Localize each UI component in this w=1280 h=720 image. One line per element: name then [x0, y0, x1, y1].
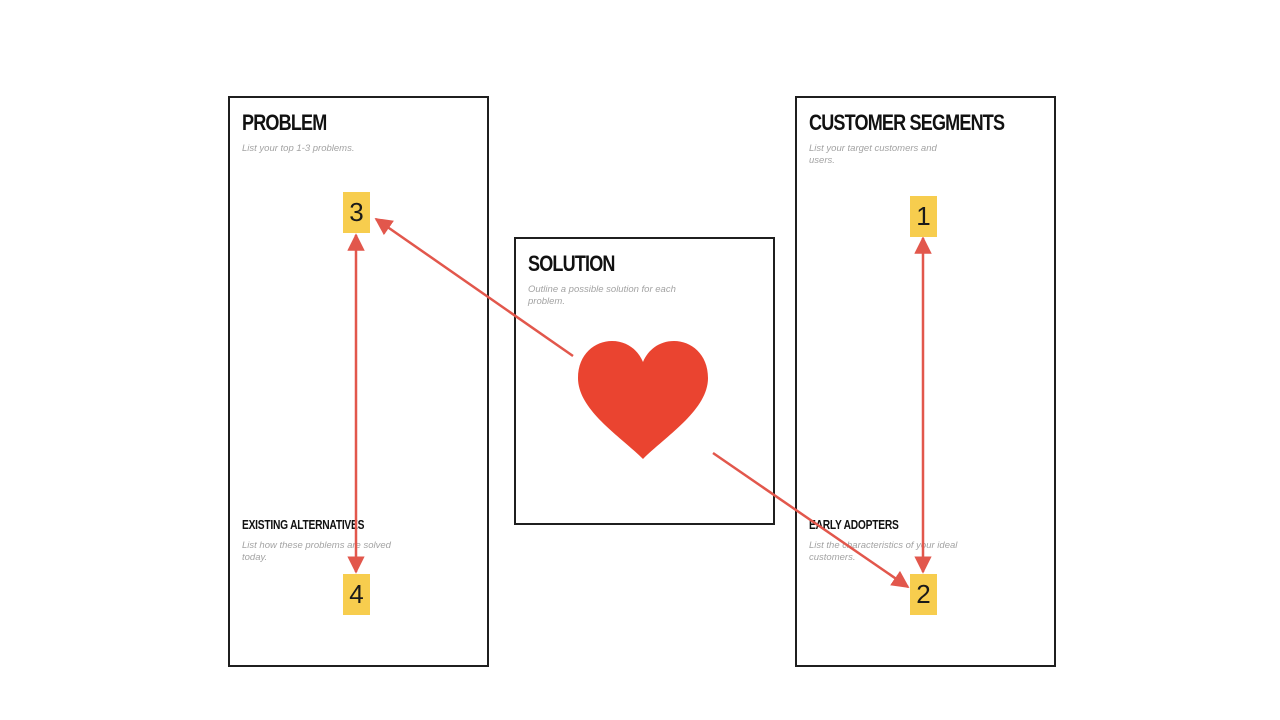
- solution-panel: SOLUTION Outline a possible solution for…: [514, 237, 775, 525]
- customer-segments-title: CUSTOMER SEGMENTS: [809, 110, 1005, 135]
- existing-alternatives-hint: List how these problems are solved today…: [242, 540, 391, 563]
- badge-3: 3: [343, 192, 370, 233]
- problem-title: PROBLEM: [242, 110, 327, 135]
- early-adopters-hint: List the characteristics of your ideal c…: [809, 540, 958, 563]
- solution-hint: Outline a possible solution for each pro…: [528, 284, 676, 307]
- solution-title: SOLUTION: [528, 251, 615, 276]
- customer-segments-hint: List your target customers and users.: [809, 143, 937, 166]
- badge-2: 2: [910, 574, 937, 615]
- existing-alternatives-title: EXISTING ALTERNATIVES: [242, 518, 365, 532]
- problem-hint: List your top 1-3 problems.: [242, 143, 355, 154]
- badge-4: 4: [343, 574, 370, 615]
- badge-1: 1: [910, 196, 937, 237]
- early-adopters-title: EARLY ADOPTERS: [809, 518, 899, 532]
